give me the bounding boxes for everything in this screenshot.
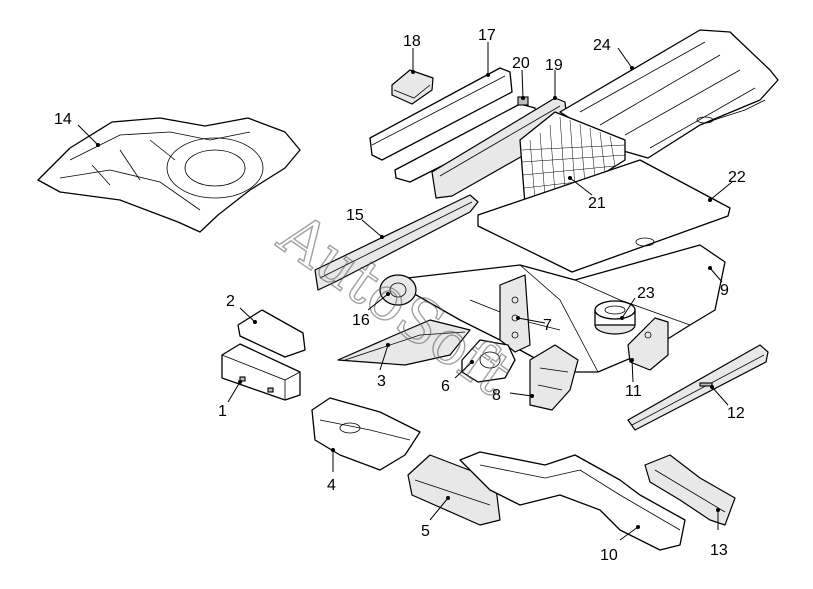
part-3-sill[interactable] — [337, 319, 471, 366]
callout-8[interactable]: 8 — [492, 387, 501, 404]
callout-7[interactable]: 7 — [543, 317, 552, 334]
callout-4[interactable]: 4 — [327, 477, 336, 494]
callout-18[interactable]: 18 — [403, 33, 421, 50]
part-13-rear-rail[interactable] — [644, 454, 736, 526]
callout-3[interactable]: 3 — [377, 373, 386, 390]
part-23-plug[interactable] — [594, 300, 636, 335]
part-10-main-rail[interactable] — [459, 451, 686, 551]
part-5-front-rail[interactable] — [407, 454, 501, 526]
callout-16[interactable]: 16 — [352, 312, 370, 329]
callout-22[interactable]: 22 — [728, 169, 746, 186]
part-12-scuff-plate[interactable] — [627, 344, 769, 431]
part-24-luggage-cover[interactable] — [559, 29, 779, 159]
callout-14[interactable]: 14 — [54, 111, 72, 128]
part-22-load-floor[interactable] — [477, 159, 731, 273]
callout-6[interactable]: 6 — [441, 378, 450, 395]
leader-lines — [77, 42, 733, 541]
callout-9[interactable]: 9 — [720, 282, 729, 299]
callout-11[interactable]: 11 — [625, 383, 642, 400]
callout-1[interactable]: 1 — [218, 403, 227, 420]
part-18-module[interactable] — [391, 69, 434, 105]
part-15-side-rail[interactable] — [314, 194, 479, 291]
callout-24[interactable]: 24 — [593, 37, 611, 54]
callout-17[interactable]: 17 — [478, 27, 496, 44]
callout-19[interactable]: 19 — [545, 57, 563, 74]
part-8-brackets[interactable] — [529, 344, 579, 411]
callout-10[interactable]: 10 — [600, 547, 618, 564]
part-16-bracket[interactable] — [379, 274, 417, 306]
leader-dots — [96, 66, 720, 529]
callout-23[interactable]: 23 — [637, 285, 655, 302]
callout-2[interactable]: 2 — [226, 293, 235, 310]
part-7-bracket[interactable] — [499, 274, 531, 353]
callout-20[interactable]: 20 — [512, 55, 530, 72]
part-11-bracket[interactable] — [627, 317, 669, 371]
callout-21[interactable]: 21 — [588, 195, 606, 212]
callout-15[interactable]: 15 — [346, 207, 364, 224]
callout-12[interactable]: 12 — [727, 405, 745, 422]
callout-labels: 1 2 3 4 5 6 7 8 9 10 11 12 13 14 15 16 1… — [54, 27, 746, 564]
part-6-mount[interactable] — [461, 339, 516, 383]
part-4-footwell[interactable] — [311, 397, 421, 471]
part-14-front-floor-pan[interactable] — [37, 117, 301, 233]
callout-5[interactable]: 5 — [421, 523, 430, 540]
part-17-crossmember[interactable] — [369, 67, 513, 161]
callout-13[interactable]: 13 — [710, 542, 728, 559]
part-1-storage-box[interactable] — [221, 343, 301, 401]
